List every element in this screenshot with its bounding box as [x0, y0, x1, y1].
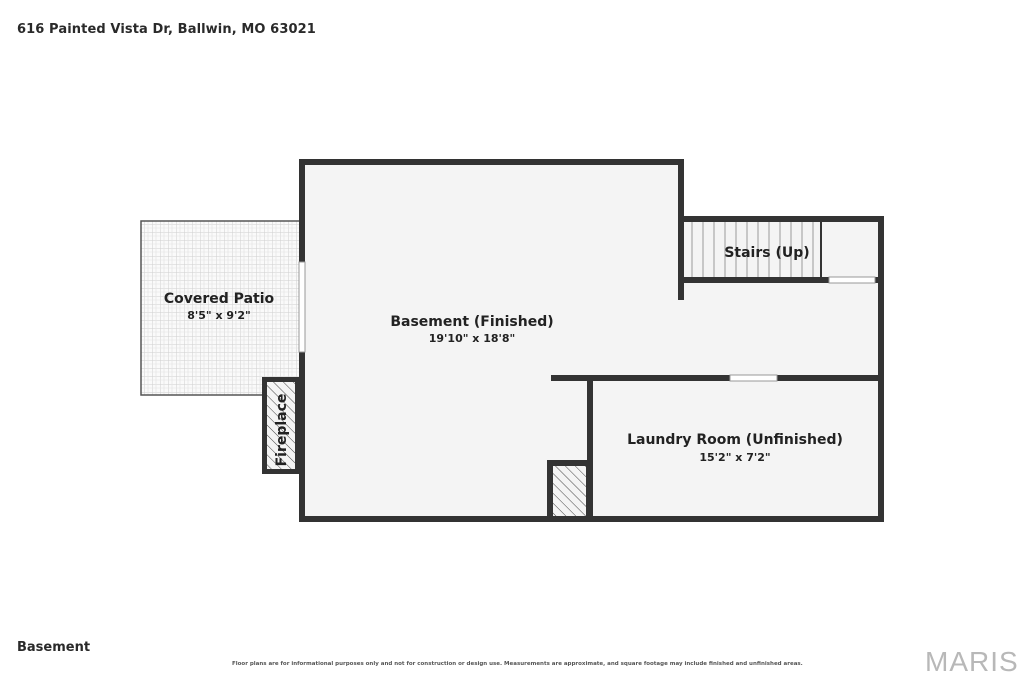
listing-address: 616 Painted Vista Dr, Ballwin, MO 63021: [17, 22, 316, 37]
fireplace-name: Fireplace: [274, 394, 290, 467]
covered-patio-dims: 8'5" x 9'2": [187, 309, 251, 322]
floor-label: Basement: [17, 640, 91, 655]
stairs-name: Stairs (Up): [724, 245, 809, 261]
walls: [299, 159, 884, 522]
laundry-name: Laundry Room (Unfinished): [627, 432, 843, 448]
basement-dims: 19'10" x 18'8": [429, 332, 516, 345]
brand-logo: MARIS: [925, 646, 1019, 677]
laundry-dims: 15'2" x 7'2": [699, 451, 770, 464]
covered-patio-name: Covered Patio: [164, 291, 275, 307]
fireplace: [262, 377, 300, 474]
door-openings: [298, 261, 876, 382]
stairs: [681, 219, 822, 280]
basement-name: Basement (Finished): [390, 314, 553, 330]
covered-patio-area: [140, 220, 303, 396]
disclaimer-text: Floor plans are for informational purpos…: [232, 661, 803, 667]
utility-chase: [547, 460, 590, 519]
